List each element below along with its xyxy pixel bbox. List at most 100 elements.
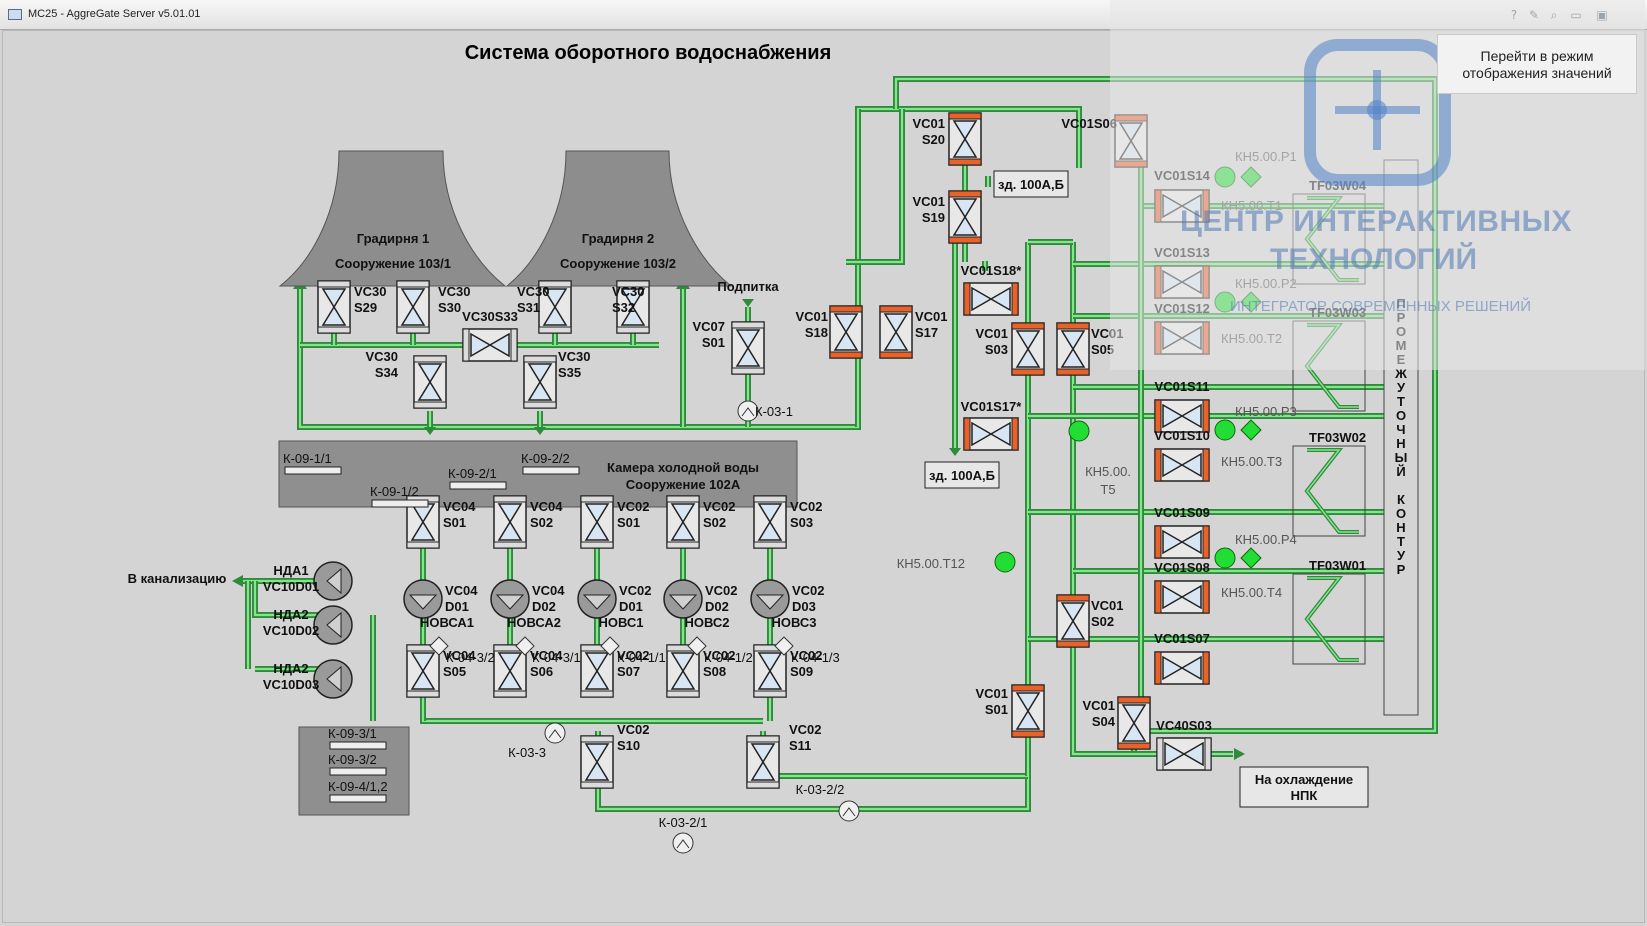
svg-text:М: М [1396, 338, 1407, 353]
valve-label: VC02 [790, 648, 823, 663]
flow-meter[interactable]: К-03-2/1 [659, 815, 708, 854]
zoom-icon[interactable]: ⌕ [1550, 8, 1558, 22]
check-valve[interactable]: К-04-3/1 [515, 636, 581, 665]
valve-label-2: S10 [617, 738, 640, 753]
check-valve[interactable]: К-04-1/3 [774, 636, 840, 665]
valve-label: VC02 [617, 722, 650, 737]
flow-meter[interactable]: К-03-2/2 [796, 782, 860, 822]
maximize-icon[interactable]: ▭ [1570, 8, 1582, 22]
level-sensor[interactable]: К-09-3/1 [328, 726, 387, 750]
cooling-tower-1[interactable]: Градирня 1 Сооружение 103/1 [278, 150, 507, 287]
sensor-t5[interactable] [1068, 420, 1090, 442]
meter-label: К-03-3 [508, 745, 546, 760]
level-sensor[interactable]: К-09-2/2 [521, 451, 580, 475]
valve-vc01s07[interactable]: VC01S07 [1154, 631, 1210, 685]
scheme-svg: Система оборотного водоснабжения Градирн… [128, 42, 1438, 854]
edit-icon[interactable]: ✎ [1528, 8, 1540, 22]
valve-vc01s09[interactable]: VC01S09 [1154, 505, 1210, 559]
flow-meter[interactable]: К-03-1 [737, 400, 793, 422]
sensor-t12[interactable] [994, 551, 1016, 573]
building-100-box-top[interactable]: зд. 100А,Б [993, 170, 1069, 198]
valve-vc01s12[interactable]: VC01S12 [1154, 301, 1210, 355]
level-sensor[interactable]: К-09-2/1 [448, 466, 507, 490]
heat-exchanger-4[interactable]: TF03W01 [1292, 558, 1366, 665]
switch-mode-button[interactable]: Перейти в режим отображения значений [1437, 34, 1637, 94]
meter-label: К-03-1 [755, 404, 793, 419]
help-icon[interactable]: ? [1510, 8, 1518, 22]
valve-vc01s11[interactable]: VC01S11 [1154, 379, 1210, 433]
restore-icon[interactable]: ▣ [1596, 8, 1608, 22]
valve-vc40s03[interactable]: VC40S03 [1156, 718, 1212, 771]
valve-label: VC01S14 [1154, 168, 1210, 183]
sensor-pair[interactable] [1214, 419, 1262, 441]
valve-label: VC02 [617, 648, 650, 663]
valve-label-2: S03 [790, 515, 813, 530]
valve-vc01s06[interactable]: VC01S06 [1061, 114, 1148, 168]
level-sensor[interactable]: К-09-1/2 [370, 484, 429, 508]
check-valve[interactable]: К-04-1/2 [687, 636, 753, 665]
npk-box[interactable]: На охлаждение НПК [1239, 766, 1369, 808]
check-valve[interactable]: К-04-1/1 [600, 636, 666, 665]
sensor-pair[interactable] [1214, 547, 1262, 569]
valve-vc01s17[interactable]: VC01S17 [879, 305, 948, 359]
valve-vc01s17-star[interactable]: VC01S17* [961, 399, 1023, 451]
level-sensor[interactable]: К-09-1/1 [283, 451, 342, 475]
sensor-label: КН5.00.Р3 [1235, 404, 1297, 419]
pump-label-2: D03 [792, 599, 816, 614]
drain-pump-label-1: НДА2 [273, 607, 308, 622]
level-sensor[interactable]: К-09-4/1,2 [328, 779, 388, 803]
building-100-box-bottom[interactable]: зд. 100А,Б [924, 461, 1000, 489]
valve-vc01s13[interactable]: VC01S13 [1154, 245, 1210, 299]
check-label: К-04-1/2 [704, 650, 753, 665]
heat-exchanger-2[interactable]: TF03W03 [1292, 305, 1366, 412]
sensor-pair[interactable] [1214, 166, 1262, 188]
valve-vc01s08[interactable]: VC01S08 [1154, 560, 1210, 614]
check-valve[interactable]: К-04-3/2 [429, 636, 495, 665]
valve-vc30s33[interactable]: VC30S33 [462, 309, 518, 362]
cooling-tower-2[interactable]: Градирня 2 Сооружение 103/2 [505, 150, 733, 287]
heat-exchanger-3[interactable]: TF03W02 [1292, 430, 1366, 537]
valve-vc01s18-star[interactable]: VC01S18* [961, 263, 1023, 316]
valve-vc01s10[interactable]: VC01S10 [1154, 428, 1210, 482]
valve-label: VC30 [438, 284, 471, 299]
flow-meter[interactable]: К-03-3 [508, 722, 566, 760]
building-100-bottom: зд. 100А,Б [929, 468, 995, 483]
valve-label: VC01 [915, 309, 948, 324]
level-sensor[interactable]: К-09-3/2 [328, 752, 387, 776]
valve-vc01s18[interactable]: VC01S18 [795, 305, 863, 359]
